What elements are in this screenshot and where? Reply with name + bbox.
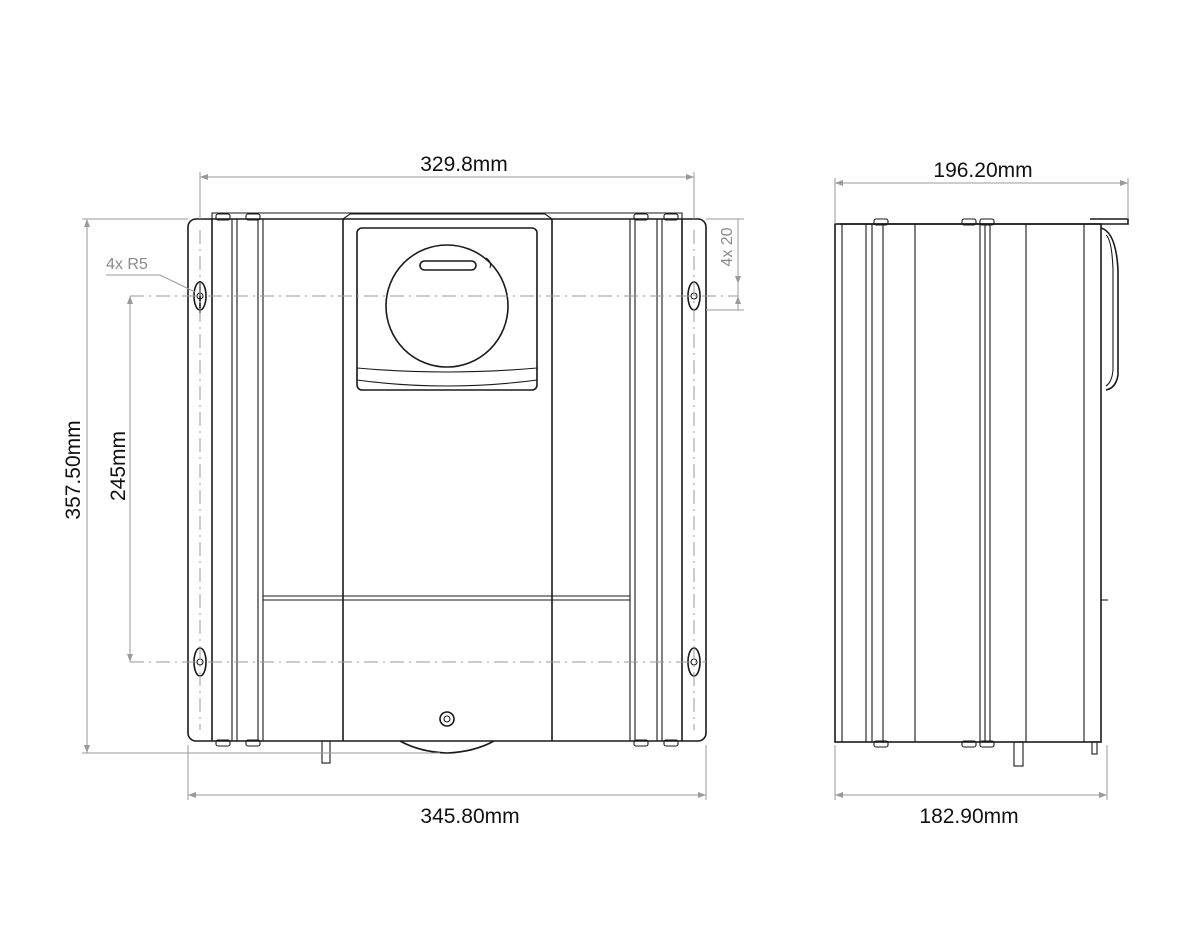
front-rail-screws (215, 213, 679, 747)
arrow-icon (1099, 792, 1107, 798)
arrow-icon (698, 792, 706, 798)
front-dial-indicator (419, 260, 477, 271)
dim-side-width-bottom: 182.90mm (919, 805, 1018, 828)
arrow-icon (84, 219, 90, 227)
front-right-rail (629, 219, 663, 741)
front-body (211, 219, 683, 741)
leader-r5-diagonal (159, 274, 196, 293)
dim-hole-offset: 4x 20 (719, 227, 736, 266)
side-panel-bulge (1100, 227, 1119, 391)
arrow-icon (835, 180, 843, 186)
front-mounting-plate (187, 218, 707, 742)
dim-hole-spacing: 245mm (107, 431, 130, 501)
arrow-icon (84, 745, 90, 753)
side-bottom-pin (1013, 741, 1024, 767)
dim-front-height: 357.50mm (62, 420, 85, 519)
dim-front-width-top: 329.8mm (420, 153, 508, 176)
arrow-icon (127, 296, 133, 304)
side-panel-bulge-inner (1105, 234, 1114, 387)
dim-side-width-top: 196.20mm (933, 159, 1032, 182)
front-control-panel (356, 227, 538, 391)
arrow-icon (200, 174, 208, 180)
side-rails (841, 224, 1085, 742)
arrow-icon (188, 792, 196, 798)
side-view (834, 218, 1129, 767)
front-dial-icon (385, 244, 509, 368)
dim-front-width-bottom: 345.80mm (420, 805, 519, 828)
front-control-panel-lip (356, 367, 538, 387)
front-dimensions: 329.8mm 345.80mm 357.50mm 245mm 4x R5 4x… (62, 153, 744, 828)
front-center-channel (342, 219, 553, 741)
side-body (834, 223, 1102, 743)
front-screw-inner-icon (443, 715, 451, 723)
front-view (130, 212, 738, 764)
arrow-icon (127, 654, 133, 662)
front-left-rail (231, 219, 264, 741)
arrow-icon (735, 296, 741, 304)
front-screw-icon (439, 711, 455, 727)
arrow-icon (686, 174, 694, 180)
arrow-icon (835, 792, 843, 798)
front-top-strip (211, 212, 683, 220)
side-dimensions: 196.20mm 182.90mm (834, 159, 1129, 828)
front-bottom-pin (321, 740, 331, 764)
side-rail-screws (873, 218, 995, 748)
side-bottom-clip (1091, 741, 1098, 755)
front-bottom-bulge (399, 740, 495, 754)
front-dial-arrow-icon (485, 257, 492, 269)
arrow-icon (735, 276, 741, 284)
side-top-plate (840, 218, 1129, 225)
dim-hole-radius: 4x R5 (106, 256, 148, 273)
arrow-icon (1120, 180, 1128, 186)
